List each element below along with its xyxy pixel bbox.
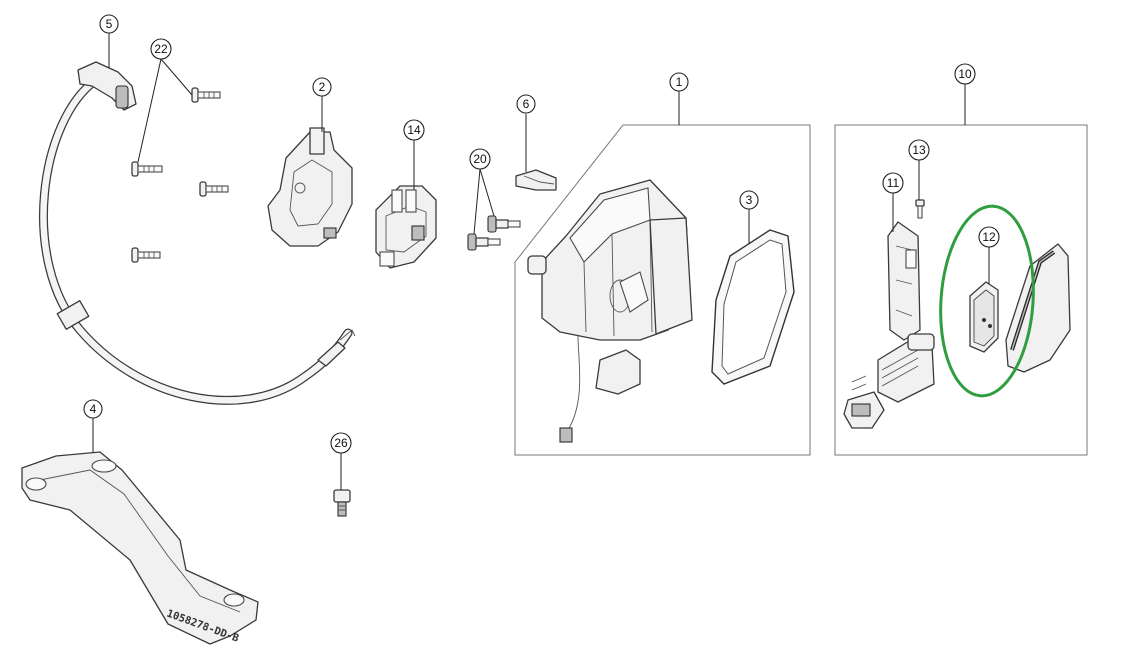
callout-13: 13 — [908, 139, 930, 161]
callout-5-label: 5 — [106, 17, 113, 31]
part-5-cable — [39, 61, 356, 405]
callout-11-label: 11 — [887, 176, 900, 190]
callout-5: 5 — [99, 14, 119, 34]
callout-26: 26 — [330, 432, 352, 454]
part-2-bracket — [267, 127, 353, 247]
callout-10: 10 — [954, 63, 976, 85]
part-11-mount-bracket — [887, 221, 921, 341]
part-10-motor-assembly — [843, 333, 935, 429]
part-22-screws — [131, 87, 229, 263]
part-10-mirror-glass — [1005, 243, 1071, 373]
callout-12-label: 12 — [982, 230, 996, 244]
callout-22: 22 — [150, 38, 172, 60]
callout-6: 6 — [516, 94, 536, 114]
part-4-cover: 1058278-DD-B — [21, 451, 259, 645]
callout-13-label: 13 — [912, 143, 926, 157]
part-20-fittings — [467, 215, 521, 251]
callout-1-label: 1 — [676, 75, 683, 89]
callout-20: 20 — [469, 148, 491, 170]
part-12-pad — [969, 281, 999, 353]
callout-1: 1 — [669, 72, 689, 92]
part-14-connector-housing — [375, 185, 437, 269]
callout-4-label: 4 — [90, 402, 97, 416]
callout-20-label: 20 — [473, 152, 487, 166]
callout-14: 14 — [403, 119, 425, 141]
part-6-clip — [515, 169, 557, 191]
callout-22-label: 22 — [154, 42, 168, 56]
assembly-1-frame — [514, 124, 811, 456]
part-1-actuator-module — [527, 179, 693, 443]
callout-3: 3 — [739, 190, 759, 210]
part-3-gasket — [711, 229, 795, 385]
callout-2-label: 2 — [319, 80, 326, 94]
leader-lines — [92, 33, 990, 490]
part-26-bolt — [333, 489, 351, 517]
callout-4: 4 — [83, 399, 103, 419]
part-13-screw — [915, 199, 925, 219]
callout-10-label: 10 — [958, 67, 972, 81]
assembly-10-frame — [834, 124, 1088, 456]
callout-14-label: 14 — [407, 123, 421, 137]
callout-2: 2 — [312, 77, 332, 97]
callout-11: 11 — [882, 172, 904, 194]
callout-12: 12 — [978, 226, 1000, 248]
highlight-ring — [939, 204, 1035, 398]
callout-26-label: 26 — [334, 436, 348, 450]
callout-3-label: 3 — [746, 193, 753, 207]
callout-6-label: 6 — [523, 97, 530, 111]
